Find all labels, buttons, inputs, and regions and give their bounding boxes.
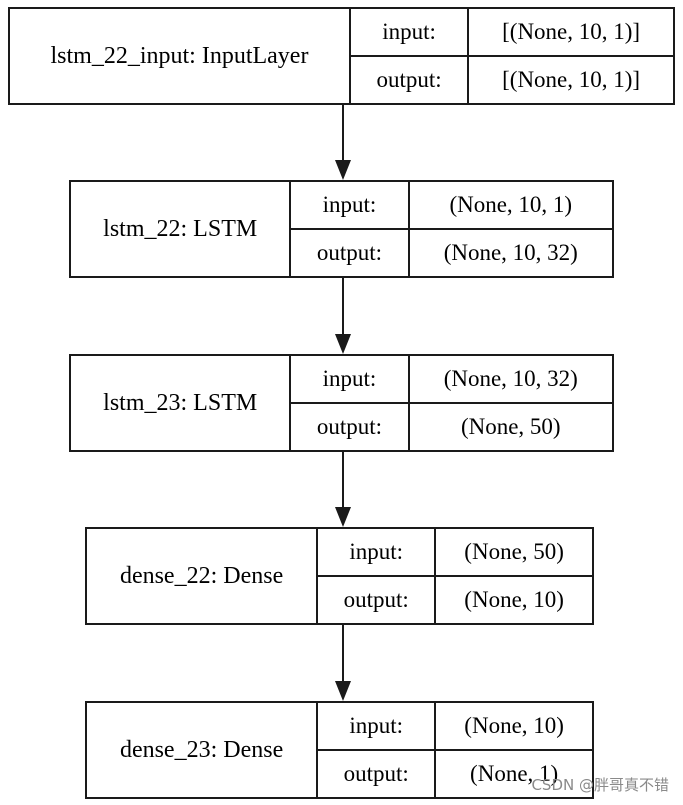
output-shape: (None, 10, 32) (443, 240, 578, 265)
layer-node-dense-23: dense_23: Dense input: output: (None, 10… (85, 701, 594, 799)
shape-column: (None, 10, 32) (None, 50) (409, 356, 612, 450)
layer-node-lstm-22-input: lstm_22_input: InputLayer input: output:… (8, 7, 675, 105)
output-shape: (None, 1) (470, 761, 559, 786)
input-label: input: (318, 703, 435, 751)
arrowhead-0-1 (335, 160, 351, 180)
shape-column: [(None, 10, 1)] [(None, 10, 1)] (469, 9, 673, 103)
output-shape: (None, 50) (460, 414, 561, 439)
watermark: CSDN @胖哥真不错 (531, 776, 669, 794)
shape-column: (None, 10) (None, 1) (436, 703, 592, 797)
io-label-column: input: output: (291, 356, 410, 450)
input-label: input: (350, 9, 468, 57)
input-shape: (None, 10, 32) (409, 356, 612, 404)
output-label: output: (316, 240, 383, 265)
shape-column: (None, 50) (None, 10) (436, 529, 592, 623)
input-shape: (None, 50) (436, 529, 592, 577)
arrowhead-3-4 (335, 681, 351, 701)
input-shape: (None, 10) (436, 703, 592, 751)
output-shape: (None, 10) (464, 587, 564, 612)
layer-name: lstm_22_input: InputLayer (10, 9, 351, 103)
layer-name: lstm_23: LSTM (71, 356, 292, 450)
output-label: output: (316, 414, 383, 439)
layer-name: dense_22: Dense (87, 529, 319, 623)
input-shape: (None, 10, 1) (409, 182, 612, 230)
arrowhead-1-2 (335, 334, 351, 354)
output-label: output: (376, 67, 442, 92)
output-label: output: (343, 587, 409, 612)
layer-name: dense_23: Dense (87, 703, 319, 797)
input-label: input: (291, 182, 408, 230)
shape-column: (None, 10, 1) (None, 10, 32) (409, 182, 612, 276)
input-label: input: (291, 356, 408, 404)
input-label: input: (318, 529, 435, 577)
io-label-column: input: output: (291, 182, 410, 276)
layer-node-lstm-23: lstm_23: LSTM input: output: (None, 10, … (69, 354, 614, 452)
input-shape: [(None, 10, 1)] (469, 9, 673, 57)
arrowhead-2-3 (335, 507, 351, 527)
io-label-column: input: output: (318, 529, 437, 623)
layer-name: lstm_22: LSTM (71, 182, 292, 276)
output-shape: [(None, 10, 1)] (502, 67, 641, 92)
layer-node-lstm-22: lstm_22: LSTM input: output: (None, 10, … (69, 180, 614, 278)
layer-node-dense-22: dense_22: Dense input: output: (None, 50… (85, 527, 594, 625)
io-label-column: input: output: (350, 9, 470, 103)
io-label-column: input: output: (318, 703, 437, 797)
output-label: output: (343, 761, 409, 786)
